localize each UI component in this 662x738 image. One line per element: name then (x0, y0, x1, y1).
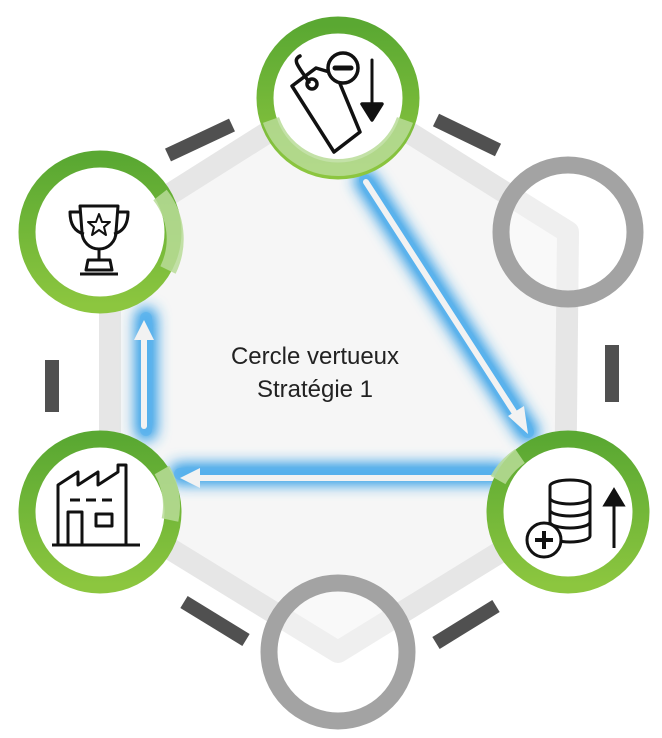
node-price-down (256, 16, 420, 180)
coins-plus-up-arrow-icon (525, 478, 626, 559)
node-factory (18, 430, 182, 594)
node-trophy (18, 150, 184, 314)
arrow-factory-to-trophy (134, 320, 154, 429)
dashed-ring (45, 113, 619, 649)
dash-segment (165, 118, 235, 162)
cycle-arrows (134, 179, 528, 488)
dash-segment (432, 113, 502, 157)
node-revenue-up (486, 430, 650, 594)
arrow-revenue-to-factory (180, 468, 495, 488)
diagram-title-line2: Stratégie 1 (256, 376, 374, 403)
price-tag-minus-down-arrow-icon (290, 51, 384, 154)
trophy-star-icon (68, 204, 130, 276)
dash-segment (180, 596, 250, 646)
dash-segment (432, 600, 500, 649)
factory-icon (52, 463, 140, 547)
node-bottom-ring (260, 574, 416, 730)
arrow-price-to-revenue (363, 179, 528, 434)
diagram-title: Cercle vertueux Stratégie 1 (180, 340, 450, 406)
node-right-top-ring (492, 156, 644, 308)
diagram-title-line1: Cercle vertueux (230, 343, 400, 370)
